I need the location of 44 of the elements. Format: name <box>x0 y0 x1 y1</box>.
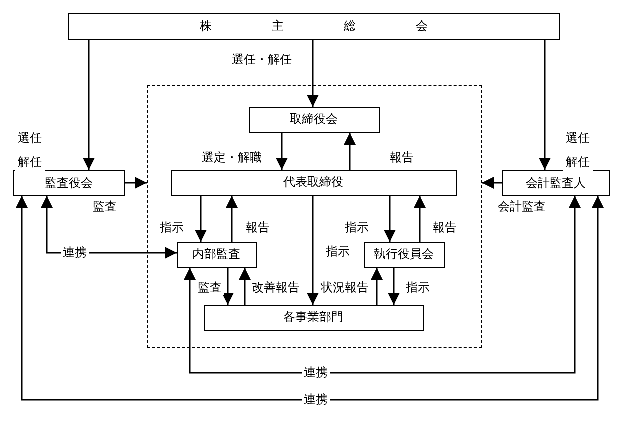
edge-label: 報告 <box>244 220 272 236</box>
arrow <box>482 177 502 189</box>
edge-label: 指示 <box>404 280 432 296</box>
audit-box: 内部監査 <box>176 242 256 268</box>
arrow <box>239 268 251 305</box>
arrow <box>195 196 207 242</box>
edge-label: 連携 <box>302 392 330 408</box>
arrow <box>184 196 581 374</box>
edge-label: 連携 <box>302 366 330 380</box>
edge-label: 報告 <box>388 150 416 166</box>
arrow <box>125 177 147 189</box>
division-box: 各事業部門 <box>204 304 424 330</box>
edge-label: 選任・解任 <box>230 52 294 68</box>
edge-label: 状況報告 <box>319 280 371 296</box>
arrow <box>414 196 426 242</box>
board-box: 取締役会 <box>248 106 380 132</box>
committee-box: 執行役員会 <box>364 242 444 268</box>
arrow <box>371 268 383 305</box>
arrow <box>388 268 400 305</box>
edge-label: 連携 <box>61 246 89 260</box>
dashed-frame <box>147 85 482 348</box>
edge-label: 改善報告 <box>250 280 302 296</box>
arrow <box>307 196 319 305</box>
arrow <box>384 196 396 242</box>
edge-label: 指示 <box>343 220 371 236</box>
edge-label: 報告 <box>431 220 459 236</box>
edge-label: 監査 <box>91 200 119 214</box>
arrow <box>344 133 356 170</box>
edge-label: 指示 <box>158 220 186 236</box>
arrow <box>276 133 288 170</box>
edge-label: 会計監査 <box>496 200 548 214</box>
edge-label: 監査 <box>196 280 224 296</box>
meeting-box: 株主総会 <box>68 13 560 40</box>
arrow <box>307 40 319 107</box>
edge-label: 指示 <box>324 244 352 260</box>
arrow <box>226 196 238 242</box>
auditor-box: 会計監査人 <box>502 170 610 196</box>
arrow <box>83 40 95 170</box>
arrow <box>222 268 234 305</box>
executive-box: 代表取締役 <box>170 170 456 196</box>
arrow <box>539 40 551 170</box>
edge-label: 選定・解職 <box>200 150 264 166</box>
board-box: 監査役会 <box>13 170 125 196</box>
arrow <box>16 196 604 401</box>
